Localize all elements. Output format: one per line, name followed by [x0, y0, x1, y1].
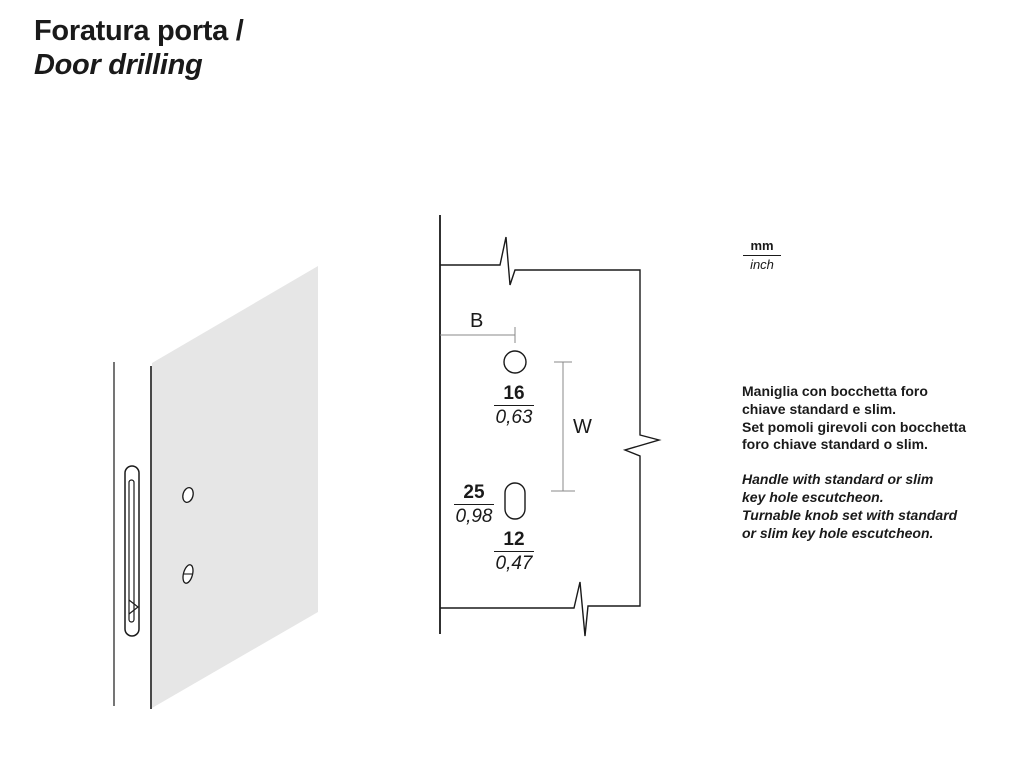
- door-drill-hole-top: [182, 486, 194, 504]
- unit-primary: mm: [743, 238, 781, 256]
- description-en-line2: key hole escutcheon.: [742, 488, 884, 505]
- slot-width-inch: 0,47: [495, 553, 533, 574]
- slot-width-mm: 12: [494, 528, 534, 552]
- slot-width-dimension: 12 0,47: [484, 528, 544, 575]
- top-hole-inch: 0,63: [495, 407, 533, 428]
- unit-legend: mm inch: [743, 238, 781, 273]
- keyhole-slot: [504, 482, 526, 520]
- door-handle: [124, 465, 140, 637]
- drilling-diagram: [439, 215, 662, 637]
- width-label: W: [573, 416, 592, 438]
- door-handle-inner: [128, 479, 135, 623]
- unit-secondary: inch: [750, 257, 774, 272]
- door-illustration: [113, 266, 318, 709]
- description-english: Handle with standard or slim key hole es…: [742, 471, 1012, 542]
- door-latch-mark: [128, 599, 139, 615]
- round-hole: [503, 350, 527, 374]
- description-it-line2: chiave standard e slim.: [742, 400, 897, 417]
- door-panel: [152, 266, 318, 708]
- description-en-line3: Turnable knob set with standard: [742, 506, 958, 523]
- top-hole-dimension: 16 0,63: [484, 382, 544, 429]
- description-en-line4: or slim key hole escutcheon.: [742, 524, 934, 541]
- backset-label: B: [470, 310, 484, 332]
- description-it-line1: Maniglia con bocchetta foro: [742, 383, 928, 399]
- page-title: Foratura porta / Door drilling: [34, 14, 244, 82]
- description-block: Maniglia con bocchetta foro chiave stand…: [742, 383, 1012, 542]
- slot-height-dimension: 25 0,98: [444, 481, 504, 528]
- description-it-line3: Set pomoli girevoli con bocchetta: [742, 418, 967, 435]
- title-italian: Foratura porta /: [34, 15, 244, 47]
- break-outline: [440, 236, 662, 637]
- slot-height-inch: 0,98: [455, 506, 493, 527]
- description-en-line1: Handle with standard or slim: [742, 471, 934, 488]
- slot-height-mm: 25: [454, 481, 494, 505]
- description-it-line4: foro chiave standard o slim.: [742, 436, 928, 453]
- top-hole-mm: 16: [494, 382, 534, 406]
- title-english: Door drilling: [34, 49, 203, 81]
- description-italian: Maniglia con bocchetta foro chiave stand…: [742, 383, 1012, 454]
